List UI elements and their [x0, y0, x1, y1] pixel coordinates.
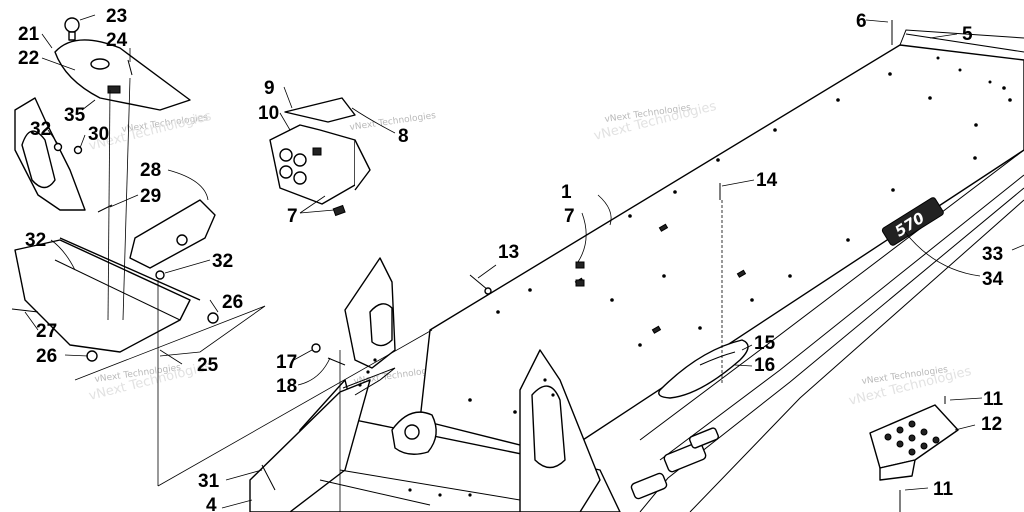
frame-crossmember [339, 469, 521, 501]
callout-16: 16 [754, 355, 775, 376]
callout-14: 14 [756, 170, 778, 191]
strap-9 [284, 97, 356, 123]
callout-34: 34 [982, 269, 1004, 290]
cover-hole [90, 58, 110, 70]
callout-28: 28 [140, 160, 161, 181]
callout-6: 6 [856, 11, 867, 32]
washer-17 [311, 343, 321, 353]
callout-33: 33 [982, 244, 1003, 265]
callout-11: 11 [933, 479, 954, 500]
callout-17: 17 [276, 352, 297, 373]
plate-fastener [312, 147, 322, 156]
small-parts [157, 20, 893, 512]
upper-bracket-assembly [269, 97, 371, 217]
callout-21: 21 [18, 24, 40, 45]
bracket-hole [176, 234, 188, 246]
callout-35: 35 [64, 105, 86, 126]
callout-32: 32 [212, 251, 233, 272]
cooler-pad-detail [699, 351, 736, 366]
nut-26 [207, 312, 219, 324]
assembly-line [107, 89, 111, 321]
base-plate [14, 239, 191, 353]
callout-29: 29 [140, 186, 161, 207]
tunnel-rail-bottom [689, 199, 1024, 512]
cover-slot [107, 85, 121, 94]
callout-18: 18 [276, 376, 297, 397]
callout-32: 32 [25, 230, 46, 251]
callout-23: 23 [106, 6, 127, 27]
mount-bracket [129, 199, 216, 269]
shock-mount-hole [404, 424, 420, 440]
footrest-cutouts [630, 427, 720, 500]
assembly-line [122, 77, 131, 321]
tunnel-rail-upper [659, 174, 1024, 461]
knob [64, 17, 80, 33]
callout-5: 5 [962, 24, 973, 45]
screw-27 [11, 308, 39, 313]
step-plate [869, 396, 959, 512]
assembly-line [157, 329, 433, 487]
callout-7: 7 [287, 206, 298, 227]
clip-7 [575, 279, 585, 287]
pin-13 [469, 274, 489, 291]
left-assembly [11, 17, 266, 486]
step-plate-holes [884, 420, 940, 456]
side-plate [14, 97, 86, 211]
callout-27: 27 [36, 321, 57, 342]
callout-8: 8 [398, 126, 409, 147]
nut-30 [73, 145, 83, 155]
base-plate-edge [54, 259, 181, 321]
top-cover-bracket [54, 39, 191, 111]
assembly-line [327, 357, 346, 366]
right-tower-cutout [531, 385, 566, 469]
plate-flange [354, 139, 371, 191]
callout-26: 26 [222, 292, 243, 313]
clip-7 [575, 261, 585, 269]
knob-stem [68, 31, 76, 41]
callout-15: 15 [754, 333, 776, 354]
nut-32 [53, 142, 63, 152]
screw-29 [97, 204, 113, 213]
callout-1: 1 [561, 182, 572, 203]
tunnel-front-lip [899, 29, 1024, 46]
frame-rivets [358, 358, 555, 497]
callout-4: 4 [206, 495, 217, 512]
screw-24 [127, 59, 133, 76]
callout-7: 7 [564, 206, 575, 227]
callout-30: 30 [88, 124, 109, 145]
tunnel-flange-line [905, 33, 1024, 53]
clip-7 [332, 204, 346, 217]
callout-32: 32 [30, 119, 51, 140]
nut-26 [86, 350, 98, 362]
callout-9: 9 [264, 78, 275, 99]
callout-25: 25 [197, 355, 219, 376]
callout-12: 12 [981, 414, 1002, 435]
base-plate-edge [59, 237, 201, 301]
callout-24: 24 [106, 30, 128, 51]
callout-10: 10 [258, 103, 279, 124]
tunnel-rivet-holes [468, 56, 1012, 414]
bolt-31 [261, 464, 276, 491]
frame-chain [342, 367, 396, 396]
front-frame [249, 257, 621, 512]
callout-22: 22 [18, 48, 39, 69]
nut-32 [155, 270, 165, 280]
side-plate-cutout [21, 130, 56, 189]
assembly-bracket-line [74, 305, 266, 381]
callout-31: 31 [198, 471, 220, 492]
leader-lines [24, 14, 1024, 509]
tunnel-rail-lower [639, 187, 1024, 512]
callout-11: 11 [983, 389, 1004, 410]
callout-labels: 1 4 5 6 7 7 8 9 10 11 11 12 13 14 15 16 … [18, 6, 1004, 512]
callout-26: 26 [36, 346, 57, 367]
plate-10 [269, 124, 356, 205]
callout-13: 13 [498, 242, 519, 263]
frame-crossmember [319, 479, 431, 506]
upper-frame-cutout [369, 303, 393, 347]
step-plate-side [879, 459, 916, 481]
